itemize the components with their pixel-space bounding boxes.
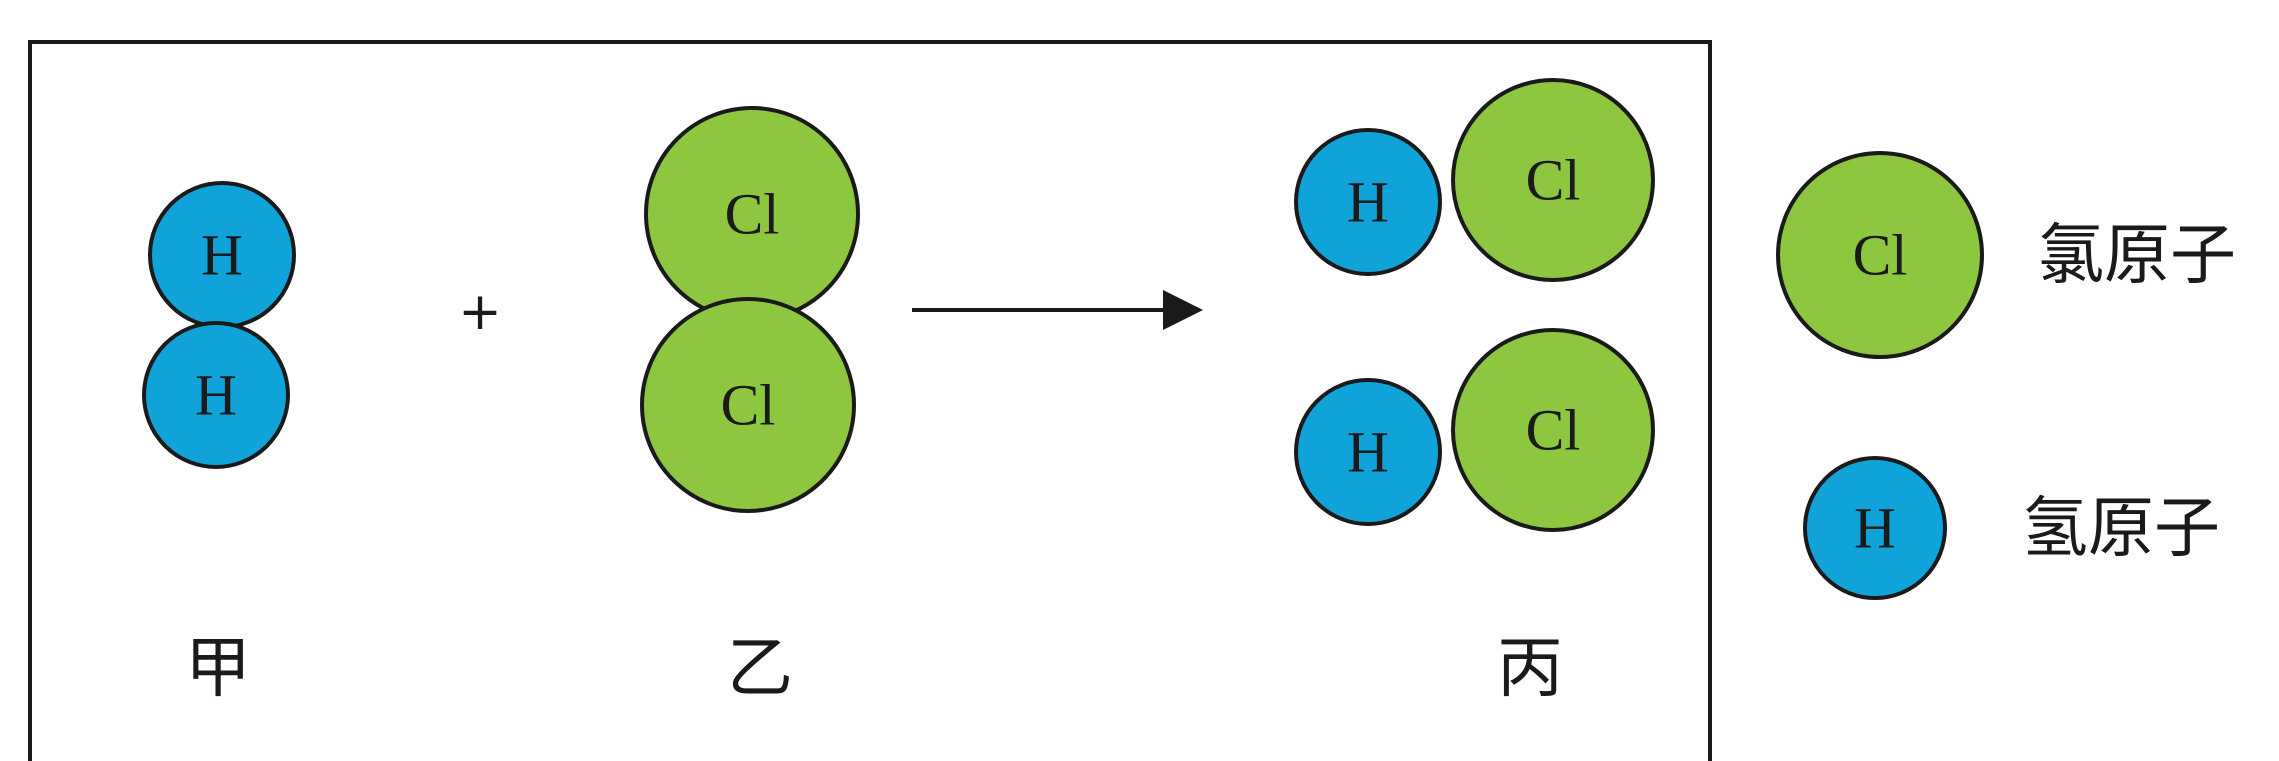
legend-hydrogen-label: 氢原子 xyxy=(2022,490,2220,567)
legend-hydrogen: H 氢原子 xyxy=(1803,456,2220,600)
plus-sign: + xyxy=(458,282,502,342)
svg-text:H: H xyxy=(1854,496,1896,561)
label-c: 丙 xyxy=(1497,630,1563,707)
svg-text:H: H xyxy=(201,223,243,288)
molecule-c-hcl: H Cl xyxy=(1294,328,1655,532)
svg-text:Cl: Cl xyxy=(1526,398,1581,463)
svg-text:Cl: Cl xyxy=(725,182,780,247)
svg-text:H: H xyxy=(1347,420,1389,485)
chlorine-atom: Cl xyxy=(1451,328,1655,532)
chlorine-atom: Cl xyxy=(1451,78,1655,282)
svg-text:Cl: Cl xyxy=(1526,148,1581,213)
svg-text:H: H xyxy=(1347,170,1389,235)
hydrogen-atom: H xyxy=(1294,128,1442,276)
label-b: 乙 xyxy=(727,630,793,707)
svg-text:Cl: Cl xyxy=(1853,223,1908,288)
diagram-frame xyxy=(28,40,1712,761)
legend: Cl 氯原子 H 氢原子 xyxy=(1776,151,2236,600)
hydrogen-atom: H xyxy=(1294,378,1442,526)
chlorine-atom: Cl xyxy=(640,297,856,513)
legend-chlorine: Cl 氯原子 xyxy=(1776,151,2236,359)
molecule-b-cl2: Cl Cl xyxy=(640,106,860,513)
legend-chlorine-label: 氯原子 xyxy=(2038,217,2236,294)
hydrogen-atom: H xyxy=(142,321,290,469)
svg-text:H: H xyxy=(195,363,237,428)
molecule-c-hcl: H Cl xyxy=(1294,78,1655,282)
svg-text:Cl: Cl xyxy=(721,373,776,438)
hydrogen-atom: H xyxy=(148,181,296,329)
molecule-a-h2: H H xyxy=(142,181,296,469)
label-a: 甲 xyxy=(185,630,251,707)
chlorine-atom: Cl xyxy=(644,106,860,322)
